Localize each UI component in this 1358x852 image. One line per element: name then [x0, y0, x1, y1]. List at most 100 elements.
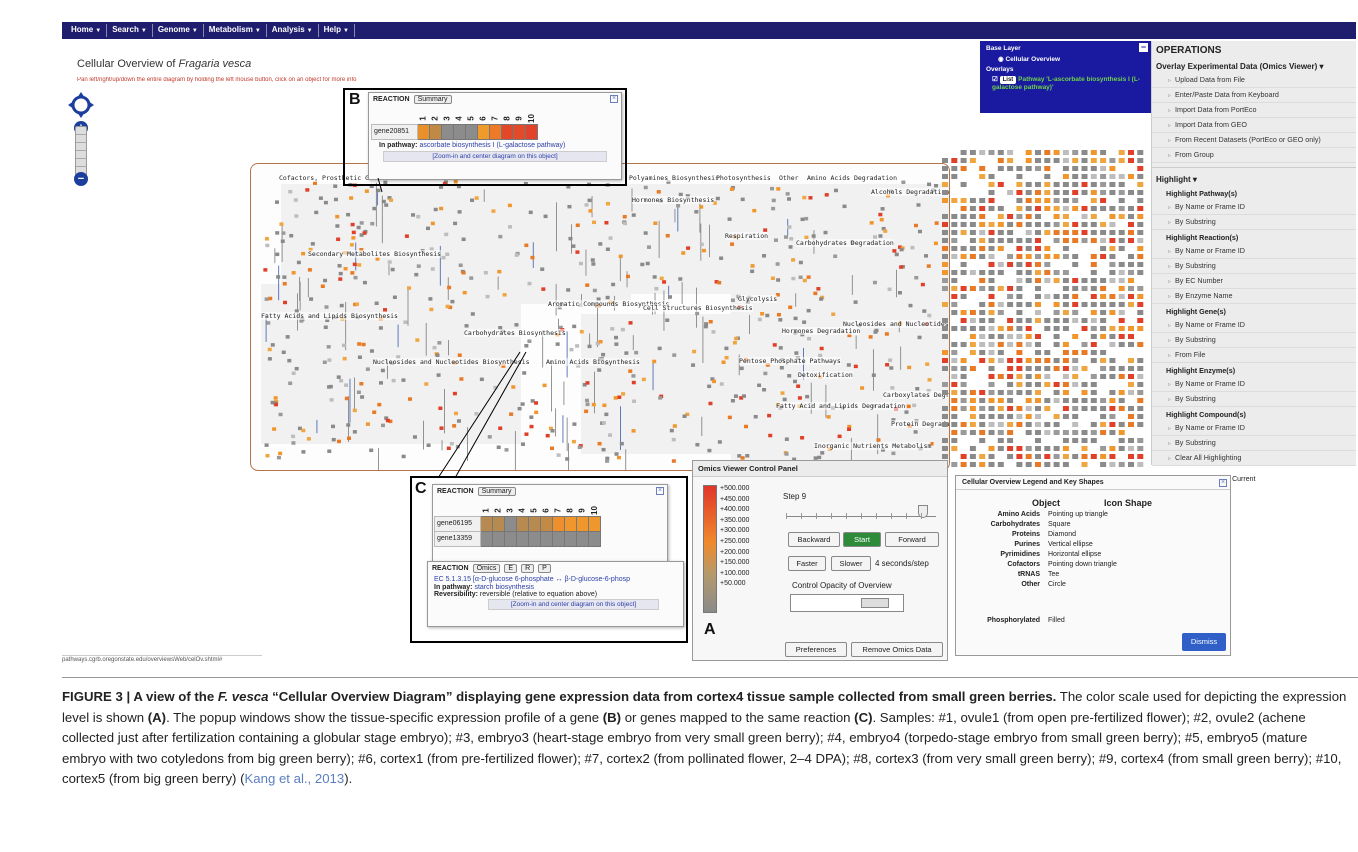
reaction-node[interactable]	[356, 225, 361, 230]
compound-node[interactable]	[979, 254, 986, 259]
compound-node[interactable]	[1072, 430, 1079, 435]
compound-node[interactable]	[988, 174, 995, 179]
reaction-node[interactable]	[436, 373, 441, 377]
compound-node[interactable]	[1118, 286, 1125, 291]
reaction-node[interactable]	[686, 246, 691, 250]
reaction-node[interactable]	[788, 305, 793, 310]
reaction-node[interactable]	[587, 198, 592, 203]
compound-node[interactable]	[942, 318, 948, 323]
compound-node[interactable]	[969, 326, 976, 331]
compound-node[interactable]	[1044, 222, 1051, 227]
reaction-node[interactable]	[619, 441, 624, 446]
compound-node[interactable]	[1090, 254, 1097, 259]
reaction-node[interactable]	[575, 344, 580, 348]
reaction-node[interactable]	[678, 277, 683, 281]
reaction-node[interactable]	[813, 456, 818, 460]
reaction-node[interactable]	[665, 233, 670, 238]
reaction-node[interactable]	[775, 262, 780, 266]
compound-node[interactable]	[1016, 326, 1023, 331]
compound-node[interactable]	[979, 150, 986, 155]
compound-node[interactable]	[951, 358, 958, 363]
reaction-node[interactable]	[699, 205, 704, 209]
compound-node[interactable]	[979, 350, 986, 355]
reaction-node[interactable]	[353, 275, 358, 280]
compound-node[interactable]	[1053, 334, 1060, 339]
reaction-node[interactable]	[701, 248, 706, 253]
reaction-node[interactable]	[678, 192, 683, 197]
compound-node[interactable]	[1025, 206, 1032, 211]
compound-node[interactable]	[1007, 158, 1014, 163]
reaction-node[interactable]	[804, 216, 809, 221]
compound-node[interactable]	[988, 310, 995, 315]
reaction-node[interactable]	[585, 381, 590, 385]
compound-node[interactable]	[1062, 326, 1069, 331]
compound-node[interactable]	[1053, 326, 1060, 331]
compound-node[interactable]	[942, 214, 948, 219]
reaction-node[interactable]	[712, 201, 717, 205]
reaction-node[interactable]	[929, 442, 934, 446]
compound-node[interactable]	[1016, 174, 1023, 179]
reaction-node[interactable]	[416, 214, 421, 219]
reaction-node[interactable]	[333, 184, 338, 188]
omics-button[interactable]: Omics	[472, 564, 501, 573]
compound-node[interactable]	[1025, 166, 1032, 171]
compound-node[interactable]	[1035, 238, 1041, 243]
compound-node[interactable]	[1100, 182, 1107, 187]
reaction-node[interactable]	[287, 358, 292, 363]
highlight-menu-item[interactable]: By Name or Frame ID	[1152, 421, 1356, 436]
compound-node[interactable]	[1053, 462, 1060, 467]
close-icon[interactable]: ×	[610, 95, 618, 103]
compound-node[interactable]	[1072, 398, 1079, 403]
reaction-node[interactable]	[842, 204, 847, 209]
reaction-node[interactable]	[369, 184, 374, 189]
summary-button[interactable]: Summary	[413, 95, 452, 104]
compound-node[interactable]	[951, 350, 958, 355]
compound-node[interactable]	[997, 430, 1004, 435]
reaction-node[interactable]	[727, 217, 732, 221]
compound-node[interactable]	[1081, 438, 1088, 443]
reaction-node[interactable]	[338, 277, 343, 281]
compound-node[interactable]	[1100, 238, 1107, 243]
reaction-node[interactable]	[453, 180, 458, 184]
reaction-node[interactable]	[730, 298, 735, 303]
compound-node[interactable]	[1072, 206, 1079, 211]
compound-node[interactable]	[960, 262, 967, 267]
compound-node[interactable]	[1072, 366, 1079, 371]
reaction-node[interactable]	[276, 455, 281, 460]
reaction-node[interactable]	[765, 313, 770, 318]
reaction-node[interactable]	[339, 303, 344, 308]
compound-node[interactable]	[1090, 198, 1097, 203]
reaction-node[interactable]	[323, 325, 328, 329]
compound-node[interactable]	[979, 334, 986, 339]
compound-node[interactable]	[997, 158, 1004, 163]
compound-node[interactable]	[942, 222, 948, 227]
reaction-node[interactable]	[891, 418, 896, 422]
compound-node[interactable]	[1072, 254, 1079, 259]
reaction-node[interactable]	[452, 391, 457, 396]
reaction-node[interactable]	[575, 250, 580, 254]
reaction-node[interactable]	[485, 294, 490, 299]
reaction-node[interactable]	[853, 300, 858, 304]
reaction-node[interactable]	[301, 450, 306, 454]
compound-node[interactable]	[1016, 294, 1023, 299]
compound-node[interactable]	[988, 238, 995, 243]
compound-node[interactable]	[1016, 254, 1023, 259]
reaction-node[interactable]	[439, 426, 444, 430]
reaction-node[interactable]	[658, 396, 663, 400]
reaction-node[interactable]	[934, 183, 939, 188]
compound-node[interactable]	[942, 238, 948, 243]
compound-node[interactable]	[1035, 438, 1041, 443]
reaction-node[interactable]	[457, 353, 462, 357]
reaction-node[interactable]	[789, 237, 794, 241]
compound-node[interactable]	[1025, 422, 1032, 427]
reaction-node[interactable]	[283, 300, 288, 305]
reaction-node[interactable]	[662, 280, 667, 284]
compound-node[interactable]	[1053, 422, 1060, 427]
compound-node[interactable]	[988, 302, 995, 307]
reaction-node[interactable]	[308, 247, 313, 252]
reaction-node[interactable]	[383, 180, 388, 185]
compound-node[interactable]	[1035, 158, 1041, 163]
compound-node[interactable]	[1090, 174, 1097, 179]
reaction-node[interactable]	[448, 305, 453, 310]
compound-node[interactable]	[969, 414, 976, 419]
